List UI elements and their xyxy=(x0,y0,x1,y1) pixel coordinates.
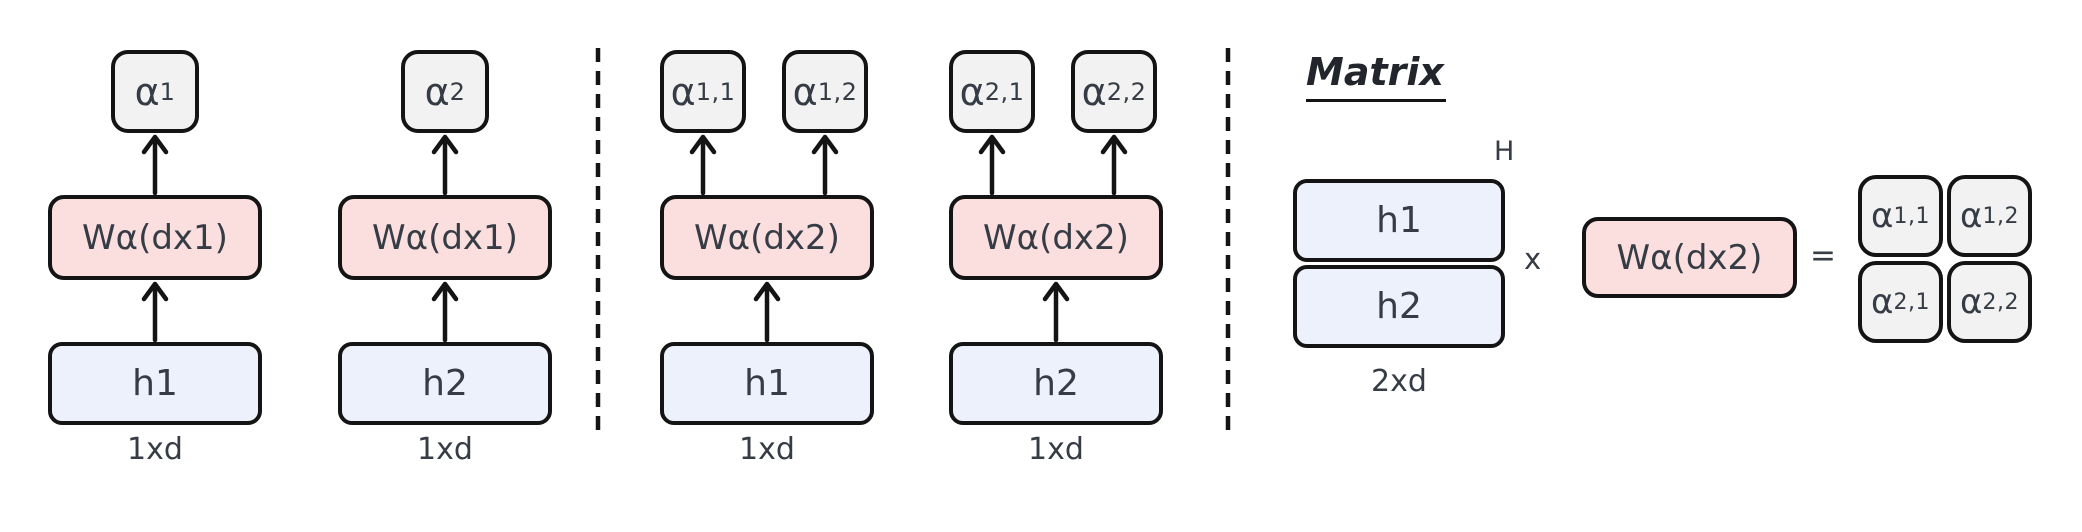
alpha-symbol: α xyxy=(1081,69,1107,114)
alpha-symbol: α xyxy=(1960,196,1983,236)
alpha-subscript: 1,2 xyxy=(817,77,858,106)
dashed-divider xyxy=(1225,48,1231,434)
weight-box: Wα(dx2) xyxy=(949,195,1163,280)
alpha-symbol: α xyxy=(1960,282,1983,322)
alpha-symbol: α xyxy=(670,69,696,114)
dim-label: 1xd xyxy=(1028,432,1084,467)
up-arrow-icon xyxy=(753,281,781,342)
weight-box: Wα(dx1) xyxy=(48,195,262,280)
weight-box: Wα(dx2) xyxy=(660,195,874,280)
weight-label: Wα(dx1) xyxy=(372,217,518,258)
hidden-state-label: h1 xyxy=(132,363,178,404)
weight-label: Wα(dx2) xyxy=(983,217,1129,258)
hidden-state-label: h1 xyxy=(744,363,790,404)
up-arrow-icon xyxy=(141,281,169,342)
hidden-state-label: h2 xyxy=(422,363,468,404)
up-arrow-icon xyxy=(431,281,459,342)
dim-label: 1xd xyxy=(417,432,473,467)
hidden-state-box: h1 xyxy=(1293,179,1505,262)
hidden-state-box: h1 xyxy=(660,342,874,425)
up-arrow-icon xyxy=(431,134,459,195)
up-arrow-icon xyxy=(811,134,839,195)
alpha-symbol: α xyxy=(134,69,160,114)
up-arrow-icon xyxy=(1042,281,1070,342)
hidden-state-label: h2 xyxy=(1033,363,1079,404)
alpha-subscript: 2,1 xyxy=(984,77,1025,106)
hidden-state-box: h2 xyxy=(1293,265,1505,348)
alpha-subscript: 2,2 xyxy=(1982,289,2019,315)
alpha-subscript: 1,1 xyxy=(695,77,736,106)
weight-label: Wα(dx1) xyxy=(82,217,228,258)
alpha-subscript: 2,2 xyxy=(1106,77,1147,106)
weight-box: Wα(dx2) xyxy=(1582,217,1797,298)
alpha-symbol: α xyxy=(1871,196,1894,236)
up-arrow-icon xyxy=(689,134,717,195)
alpha-subscript: 1,2 xyxy=(1982,203,2019,229)
alpha-subscript: 2,1 xyxy=(1893,289,1930,315)
weight-box: Wα(dx1) xyxy=(338,195,552,280)
dim-label: 1xd xyxy=(739,432,795,467)
up-arrow-icon xyxy=(141,134,169,195)
hidden-state-box: h2 xyxy=(949,342,1163,425)
alpha-symbol: α xyxy=(424,69,450,114)
hidden-state-box: h1 xyxy=(48,342,262,425)
dim-label: 1xd xyxy=(127,432,183,467)
matrix-section-title: Matrix xyxy=(1306,50,1446,102)
hidden-state-label: h1 xyxy=(1376,200,1422,241)
alpha-symbol: α xyxy=(1871,282,1894,322)
dim-label: 2xd xyxy=(1371,364,1427,399)
alpha-subscript: 1,1 xyxy=(1893,203,1930,229)
up-arrow-icon xyxy=(978,134,1006,195)
multiply-sign: x xyxy=(1524,242,1542,276)
equals-sign: = xyxy=(1810,238,1836,274)
transpose-superscript: H xyxy=(1494,136,1515,167)
weight-label: Wα(dx2) xyxy=(1616,237,1763,278)
hidden-state-box: h2 xyxy=(338,342,552,425)
up-arrow-icon xyxy=(1100,134,1128,195)
dashed-divider xyxy=(595,48,601,430)
alpha-subscript: 1 xyxy=(159,77,176,106)
alpha-symbol: α xyxy=(792,69,818,114)
weight-label: Wα(dx2) xyxy=(694,217,840,258)
alpha-subscript: 2 xyxy=(449,77,466,106)
alpha-symbol: α xyxy=(959,69,985,114)
hidden-state-label: h2 xyxy=(1376,286,1422,327)
